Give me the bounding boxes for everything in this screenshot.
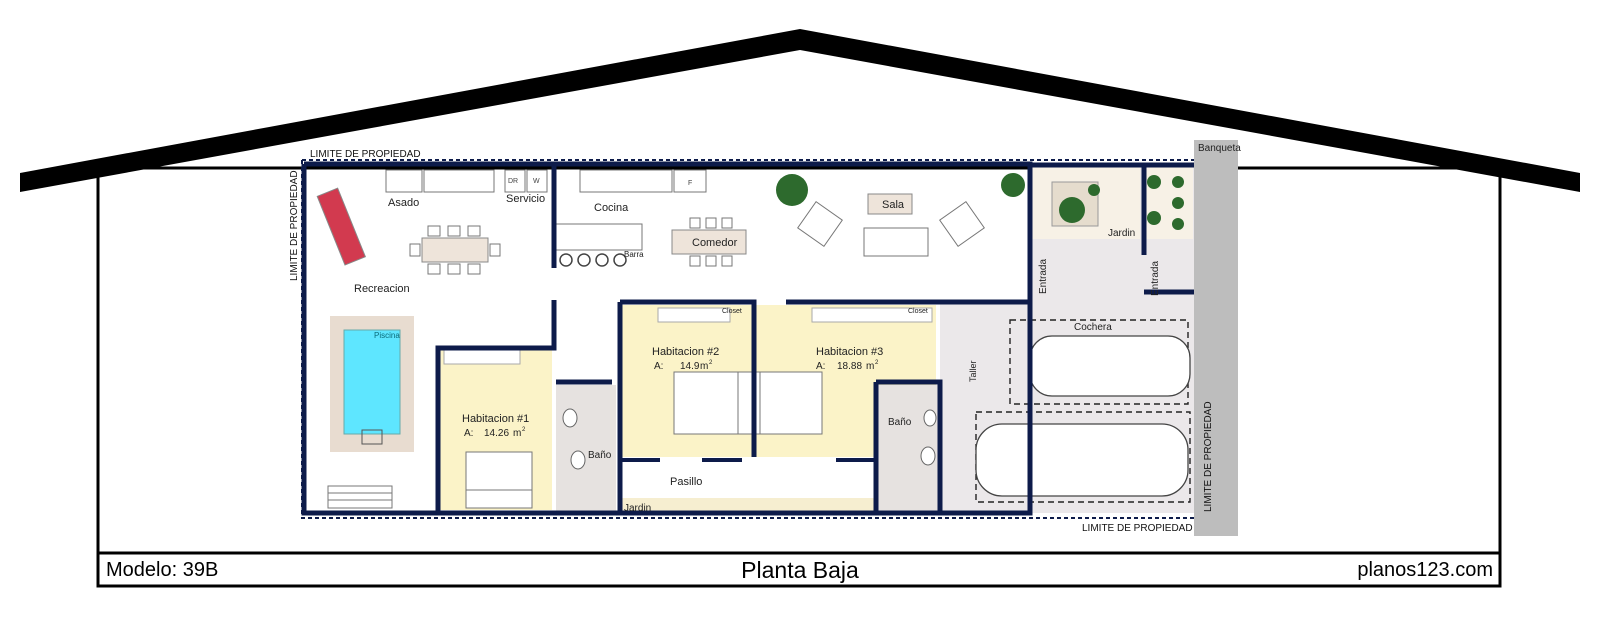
bath1-floor [556,385,616,511]
tree-plants [776,173,1184,230]
label-hab2-exp: 2 [709,360,713,366]
label-closet-3: Closet [908,308,928,315]
pool-water [343,329,401,435]
property-label-left: LIMITE DE PROPIEDAD [289,170,300,281]
hall-garden [620,498,876,512]
label-f: F [688,180,692,187]
outdoor-table [409,225,501,275]
label-hab1-exp: 2 [522,427,526,433]
label-hab2-area: 14.9 [680,361,700,372]
label-hab3-exp: 2 [875,360,879,366]
label-bano-1: Baño [588,450,612,461]
walls [301,161,1194,516]
label-hab3: Habitacion #3 [816,346,883,358]
label-asado: Asado [388,197,419,209]
label-barra: Barra [624,250,644,259]
label-cocina: Cocina [594,202,629,214]
label-servicio: Servicio [506,193,545,205]
site-label: planos123.com [1357,559,1493,581]
label-sala: Sala [882,199,905,211]
label-w: W [533,178,540,185]
label-hab3-unit: m [866,361,874,372]
label-hab3-prefix: A: [816,361,825,372]
label-hab1-unit: m [513,428,521,439]
label-hab2-prefix: A: [654,361,663,372]
label-jardin-hall: Jardin [624,503,651,514]
label-entrada-2: Entrada [1150,261,1161,296]
sidewalk-strip [1194,140,1238,536]
label-cochera: Cochera [1074,322,1112,333]
dining-table [671,217,747,267]
label-hab2-unit: m [700,361,708,372]
living-furniture [797,193,985,257]
label-bano-2: Baño [888,417,912,428]
label-hab1-area: 14.26 [484,428,509,439]
sidewalk-label: Banqueta [1198,143,1241,154]
label-entrada-1: Entrada [1038,259,1049,294]
label-hab2: Habitacion #2 [652,346,719,358]
property-label-bottom: LIMITE DE PROPIEDAD [1082,523,1193,534]
label-closet-2: Closet [722,308,742,315]
label-pasillo: Pasillo [670,476,702,488]
label-piscina: Piscina [374,331,400,340]
property-label-top: LIMITE DE PROPIEDAD [310,149,421,160]
bar-stools [559,253,627,267]
model-label: Modelo: 39B [106,559,218,581]
label-hab3-area: 18.88 [837,361,862,372]
plan-title: Planta Baja [741,557,859,583]
kitchen-counters [385,169,707,251]
label-comedor: Comedor [692,237,738,249]
property-label-right: LIMITE DE PROPIEDAD [1203,401,1214,512]
pool-ladder [361,429,383,445]
label-hab1-prefix: A: [464,428,473,439]
lounge-chair [316,187,367,266]
bench [327,485,393,509]
label-recreacion: Recreacion [354,283,410,295]
bathroom-fixtures [562,408,937,470]
label-jardin-front: Jardin [1108,228,1135,239]
label-dr: DR [508,178,518,185]
label-taller: Taller [968,360,978,382]
label-hab1: Habitacion #1 [462,413,529,425]
